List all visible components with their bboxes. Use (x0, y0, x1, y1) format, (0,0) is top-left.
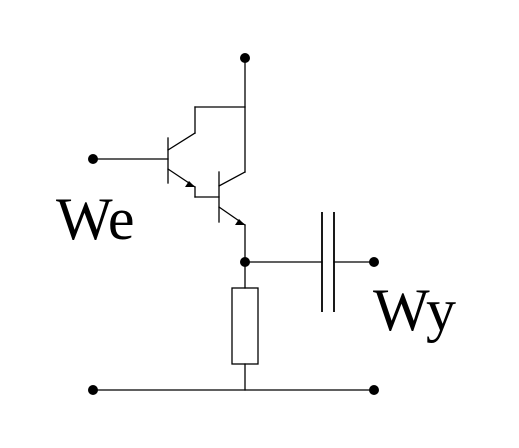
resistor-body (231, 287, 259, 365)
q1-emitter-arrow (185, 181, 195, 187)
emitter-node (240, 257, 323, 267)
q1-collector (167, 132, 196, 151)
supply-terminal (240, 53, 250, 173)
q2-emitter-arrow (235, 219, 245, 225)
npn-transistor-q2 (218, 171, 246, 263)
output-label: Wy (373, 277, 456, 343)
output-terminal (369, 257, 379, 267)
npn-transistor-q1 (167, 106, 246, 198)
q2-collector (218, 171, 246, 187)
input-label: We (56, 186, 134, 252)
ground-rail (88, 385, 379, 395)
input-terminal (88, 154, 169, 164)
output-capacitor (321, 212, 375, 312)
emitter-resistor (231, 261, 259, 391)
